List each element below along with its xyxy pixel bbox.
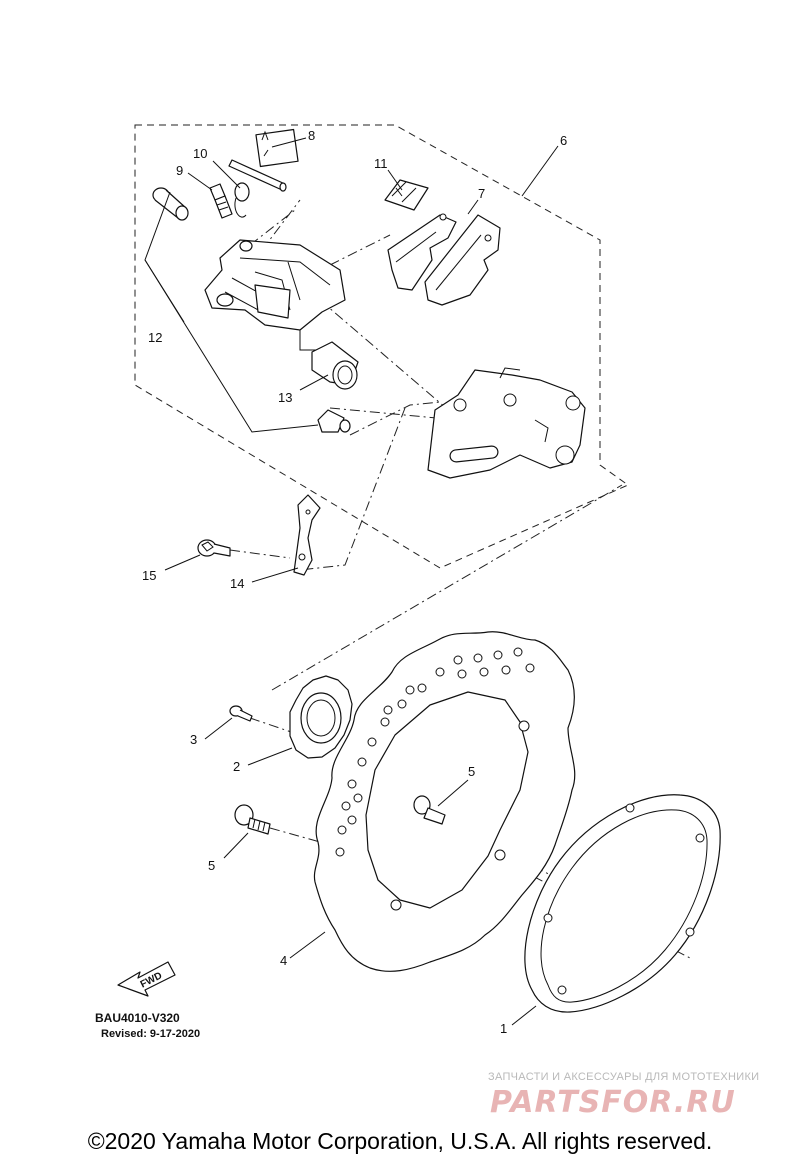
caliper-pin-8: [228, 128, 299, 192]
callout-15: 15: [142, 568, 156, 583]
callout-11: 11: [374, 156, 388, 171]
callout-6: 6: [560, 133, 567, 148]
callout-5-left: 5: [208, 858, 215, 873]
bleed-screw-9: [209, 183, 233, 219]
callout-13: 13: [278, 390, 292, 405]
hose-bracket-14: [293, 494, 321, 576]
sensor-rotor-2: [289, 675, 353, 759]
callout-9: 9: [176, 163, 183, 178]
watermark-tagline: ЗАПЧАСТИ И АКСЕССУАРЫ ДЛЯ МОТОТЕХНИКИ: [488, 1071, 760, 1083]
copyright-notice: ©2020 Yamaha Motor Corporation, U.S.A. A…: [87, 1128, 713, 1154]
bolt-15: [197, 539, 231, 557]
callout-14: 14: [230, 576, 244, 591]
rotor-bolt-5-center: [413, 795, 446, 825]
callout-10: 10: [193, 146, 207, 161]
callout-8: 8: [308, 128, 315, 143]
brake-disc-4: [313, 631, 576, 972]
callout-12: 12: [148, 330, 162, 345]
callout-5-center: 5: [468, 764, 475, 779]
diagram-code: BAU4010-V320: [95, 1011, 180, 1025]
rotor-bolt-5-left: [234, 804, 271, 835]
slide-pin-12: [152, 187, 351, 433]
revision-date: Revised: 9-17-2020: [101, 1028, 200, 1040]
piston-13: [311, 341, 359, 390]
screw-3: [229, 705, 253, 722]
caliper-body: [204, 239, 346, 351]
forward-arrow-icon: FWD: [117, 961, 176, 997]
callout-2: 2: [233, 759, 240, 774]
callout-labels: 8 10 9 11 7 6 12 13 15 14 3 2 5 5 4 1: [142, 128, 567, 1036]
caliper-assembly-boundary: [134, 124, 630, 569]
watermark-brand: PARTSFOR.RU: [490, 1085, 736, 1120]
leader-lines: [144, 137, 559, 1026]
callout-7: 7: [478, 186, 485, 201]
callout-3: 3: [190, 732, 197, 747]
disc-vent-holes: [335, 647, 535, 857]
fwd-label: FWD: [139, 970, 164, 990]
callout-4: 4: [280, 953, 287, 968]
spacer-ring-1: [524, 794, 721, 1013]
callout-1: 1: [500, 1021, 507, 1036]
caliper-bracket: [427, 367, 586, 479]
brake-pads-7: [387, 213, 501, 306]
pad-spring-11: [384, 179, 429, 211]
bleed-cap-10: [234, 182, 250, 218]
